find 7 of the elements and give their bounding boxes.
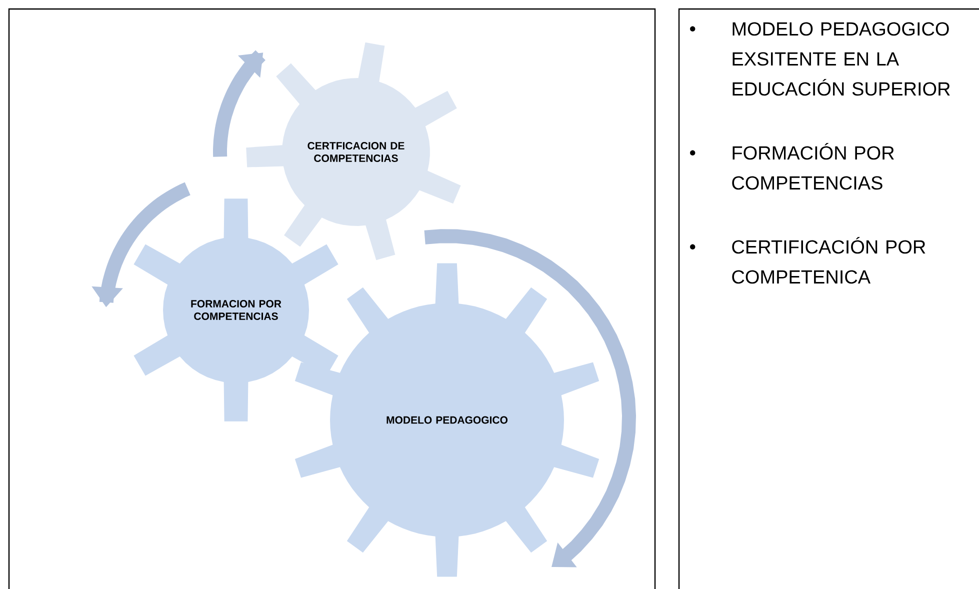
bullet-item: FORMACIÓN POR COMPETENCIAS [690, 143, 894, 190]
bullet-item: CERTIFICACIÓN POR COMPETENICA [690, 237, 926, 284]
gear: MODELO PEDAGOGICO [294, 263, 600, 577]
text-panel [678, 8, 979, 589]
gear: FORMACION POR COMPETENCIAS [134, 198, 338, 422]
gear: CERTFICACION DE COMPETENCIAS [246, 42, 461, 260]
bullet-item: MODELO PEDAGOGICO EXSITENTE EN LA EDUCACIÓN SUPERIOR [690, 22, 950, 96]
